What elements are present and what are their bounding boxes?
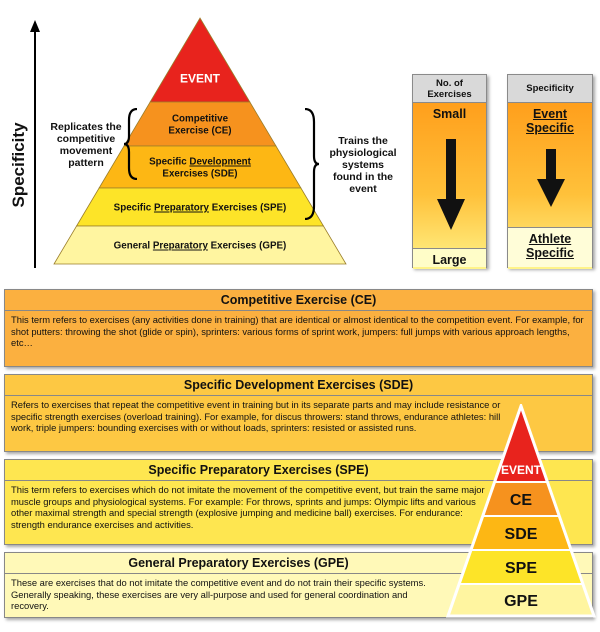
- mini-pyramid-label-spe: SPE: [505, 560, 537, 577]
- column-exercises-bottom: Large: [413, 248, 486, 267]
- y-axis-label: Specificity: [4, 110, 34, 220]
- pyramid-level-event: [149, 17, 251, 103]
- section-spe-title: Specific Preparatory Exercises (SPE): [5, 460, 592, 481]
- right-brace: [304, 108, 319, 220]
- column-exercises-header: No. of Exercises: [413, 75, 486, 103]
- section-spe-body: This term refers to exercises which do n…: [11, 484, 485, 530]
- section-ce: Competitive Exercise (CE) This term refe…: [4, 289, 593, 367]
- column-exercises-gradient: Small Large: [413, 103, 486, 269]
- pyramid-level-sde-label: Specific Development: [149, 157, 252, 168]
- pyramid-level-ce-label: Competitive: [172, 114, 229, 125]
- section-sde-body: Refers to exercises that repeat the comp…: [11, 399, 501, 434]
- pyramid-level-gpe-label: General Preparatory Exercises (GPE): [114, 241, 287, 252]
- section-gpe-title: General Preparatory Exercises (GPE): [5, 553, 592, 574]
- section-sde: Specific Development Exercises (SDE) Ref…: [4, 374, 593, 452]
- section-ce-body: This term refers to exercises (any activ…: [11, 314, 584, 349]
- pyramid-level-gpe: [53, 225, 347, 265]
- mini-pyramid-label-sde: SDE: [505, 526, 538, 543]
- column-specificity: Specificity Event Specific Athlete Speci…: [507, 74, 593, 269]
- section-gpe-body: These are exercises that do not imitate …: [11, 577, 426, 612]
- pyramid-level-sde-label: Exercises (SDE): [162, 169, 237, 180]
- column-number-of-exercises: No. of Exercises Small Large: [412, 74, 487, 269]
- mini-pyramid-label-event: EVENT: [501, 463, 542, 477]
- pyramid-level-ce-label: Exercise (CE): [168, 126, 231, 137]
- column-exercises-top: Small: [432, 107, 467, 121]
- column-specificity-header: Specificity: [508, 75, 592, 103]
- mini-pyramid: EVENT CE SDE SPE GPE: [446, 404, 596, 618]
- right-note: Trains the physiological systems found i…: [329, 135, 397, 195]
- left-note: Replicates the competitive movement patt…: [50, 121, 122, 169]
- column-specificity-bottom: Athlete Specific: [508, 227, 592, 267]
- mini-pyramid-label-ce: CE: [510, 492, 533, 509]
- y-axis-arrow: [30, 20, 40, 268]
- column-specificity-top: Event Specific: [526, 107, 574, 135]
- mini-pyramid-outline: [446, 404, 596, 618]
- y-axis-label-text: Specificity: [9, 122, 28, 208]
- mini-pyramid-label-gpe: GPE: [504, 593, 538, 610]
- pyramid-level-spe-label: Specific Preparatory Exercises (SPE): [114, 203, 287, 214]
- column-specificity-gradient: Event Specific Athlete Specific: [508, 103, 592, 269]
- down-arrow-icon: [537, 149, 565, 207]
- pyramid-level-event-label: EVENT: [180, 71, 221, 85]
- section-sde-title: Specific Development Exercises (SDE): [5, 375, 592, 396]
- left-brace: [124, 108, 138, 180]
- down-arrow-icon: [437, 139, 465, 230]
- section-ce-title: Competitive Exercise (CE): [5, 290, 592, 311]
